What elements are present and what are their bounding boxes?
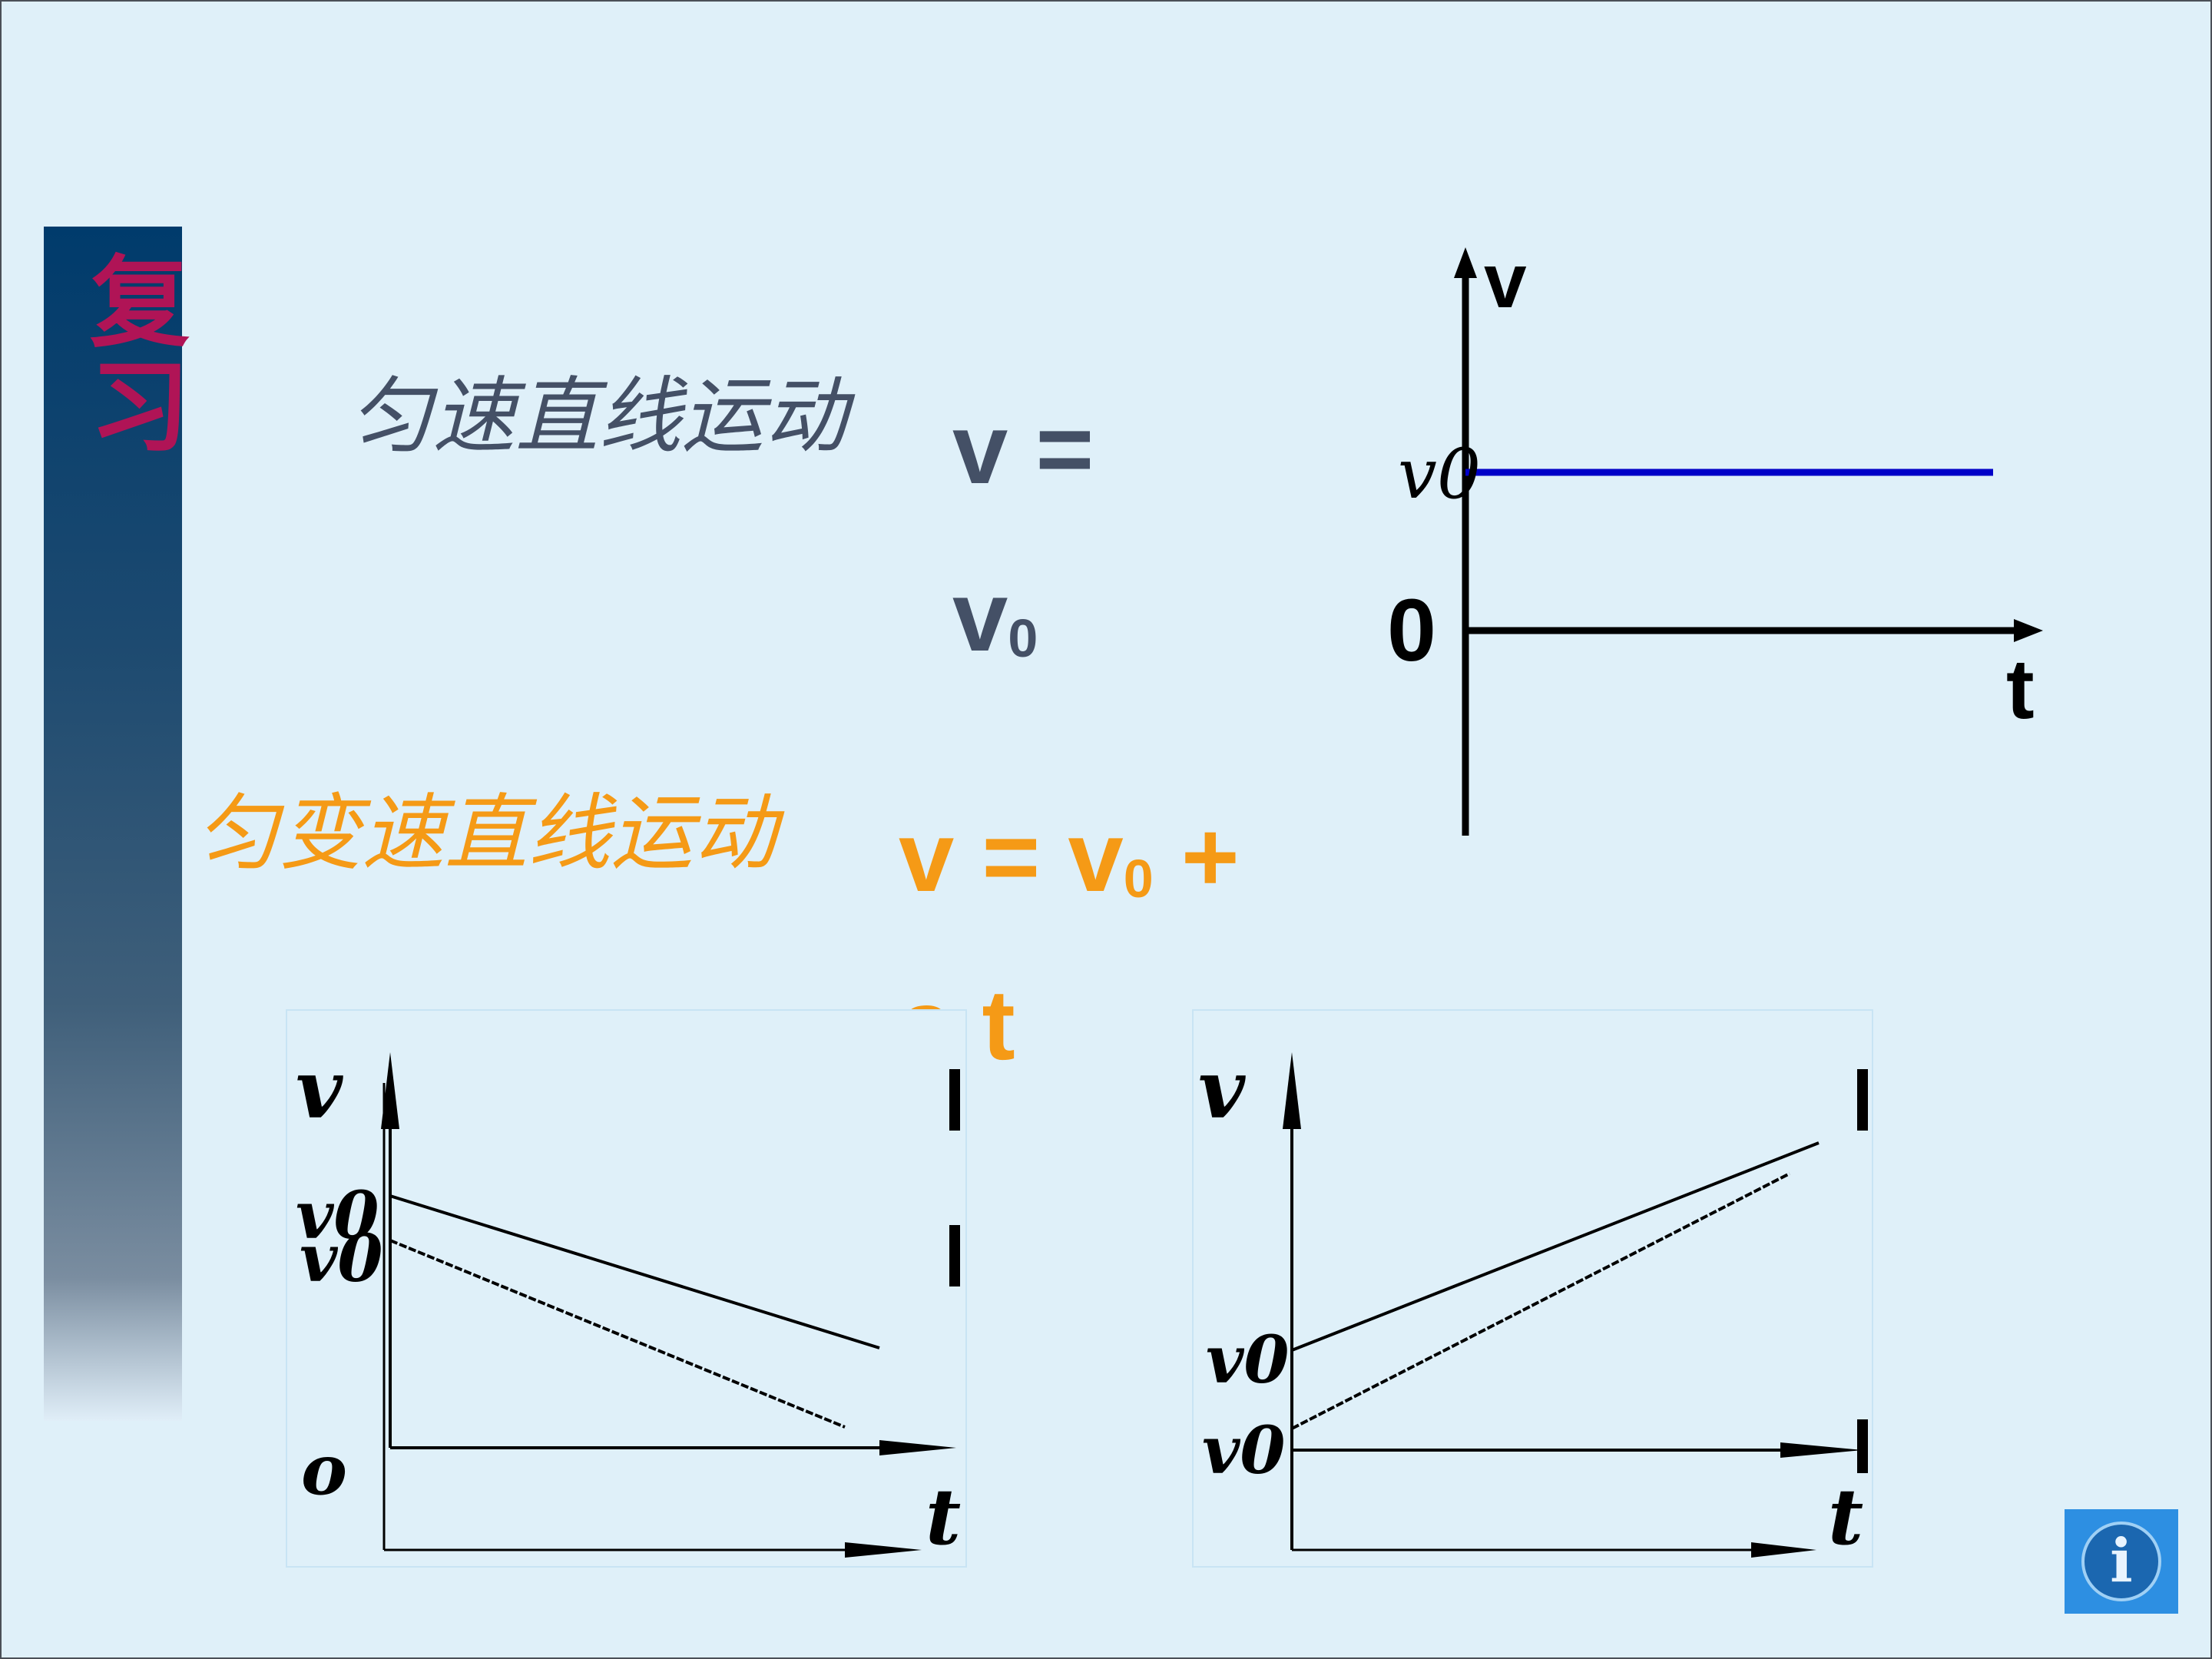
v0-label-b: v0	[300, 1220, 383, 1297]
clipped-mark	[1857, 1419, 1868, 1473]
clipped-mark	[949, 1069, 960, 1131]
v0-label-b: v0	[1202, 1412, 1286, 1489]
y-axis-label: v	[1484, 238, 1527, 324]
graph-panel	[286, 1009, 967, 1568]
velocity-line-a	[389, 1194, 880, 1349]
equation-part1: v = v	[899, 800, 1124, 912]
decelerating-vt-graph: v v0 v0 o t	[286, 1009, 967, 1568]
y-axis-arrow	[1283, 1052, 1301, 1129]
sidebar-title: 复习	[73, 250, 190, 459]
graph-panel	[1192, 1009, 1873, 1568]
ghost-x-arrow	[845, 1542, 922, 1558]
y-axis-label: v	[1198, 1041, 1246, 1137]
y-axis-arrow	[1454, 247, 1477, 278]
uniform-vt-graph: v t 0 v0	[1387, 238, 2043, 836]
accelerated-motion-equation: v = v0 + a t	[899, 783, 1329, 1098]
velocity-line-b	[389, 1239, 846, 1429]
accelerated-motion-label: 匀变速直线运动	[196, 786, 777, 882]
x-axis-label: t	[2006, 642, 2035, 737]
v0-label-a: v0	[1206, 1322, 1290, 1399]
y-axis-label: v	[296, 1041, 343, 1137]
x-axis-label: t	[926, 1472, 961, 1562]
x-axis-label: t	[1828, 1472, 1863, 1562]
ghost-x-arrow	[1751, 1542, 1816, 1558]
x-axis-arrow	[1780, 1442, 1863, 1458]
x-axis-arrow	[879, 1440, 956, 1455]
origin-label: 0	[1387, 581, 1436, 680]
x-axis-arrow	[2014, 619, 2043, 642]
sidebar-banner: 复习	[44, 227, 190, 1421]
info-button[interactable]: i	[2065, 1509, 2178, 1614]
v0-label-a: v0	[296, 1177, 379, 1254]
equation-v: v	[952, 560, 1008, 672]
y-axis-arrow	[381, 1052, 399, 1129]
equation-lhs: v =	[952, 392, 1094, 505]
velocity-line-b	[1291, 1172, 1790, 1430]
equation-part2: +	[1153, 800, 1240, 912]
clipped-mark	[1857, 1069, 1868, 1131]
origin-label: o	[301, 1429, 347, 1511]
velocity-line-a	[1291, 1141, 1820, 1352]
v0-label: v0	[1398, 434, 1481, 515]
uniform-motion-equation: v = v0	[952, 365, 1183, 722]
info-icon: i	[2081, 1522, 2161, 1601]
accelerating-vt-graph: v v0 v0 t	[1192, 1009, 1873, 1568]
equation-sub: 0	[1008, 608, 1038, 668]
uniform-motion-label: 匀速直线运动	[349, 369, 848, 465]
equation-sub: 0	[1123, 849, 1154, 909]
clipped-mark	[949, 1225, 960, 1286]
